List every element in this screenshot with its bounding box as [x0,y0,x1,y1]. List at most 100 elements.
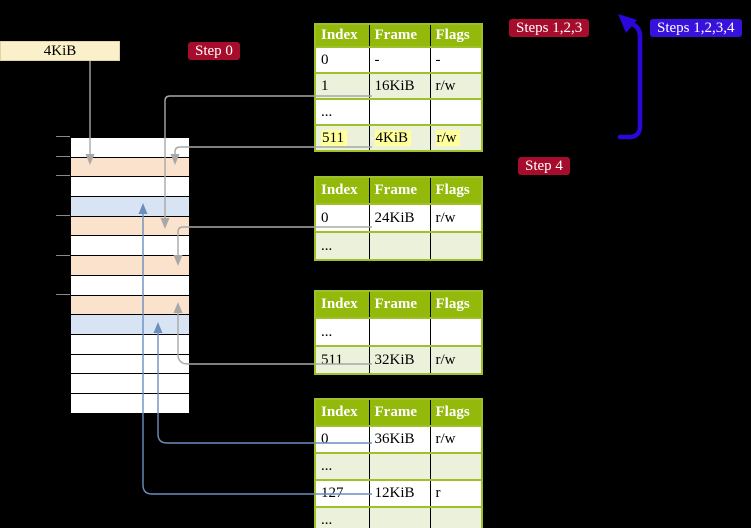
column-header-index: Index [315,177,369,204]
memory-tick [56,136,70,137]
table-cell [429,98,482,125]
physical-memory-column [70,137,190,415]
badge-steps-1-2-3-label: Steps 1,2,3 [516,20,583,36]
memory-frame-page-table [70,294,190,316]
memory-frame-mapped [70,196,190,218]
memory-tick [56,215,70,216]
table-cell: r/w [429,203,482,232]
memory-frame-free [70,137,190,159]
memory-tick [56,255,70,256]
table-cell: r [429,479,482,507]
table-cell [429,506,482,528]
table-cell [368,506,430,528]
memory-tick [56,156,70,157]
table-cell: ... [315,231,369,260]
table-cell [429,317,482,346]
table-row: ... [315,452,482,480]
memory-tick [56,175,70,176]
table-cell: 24KiB [368,203,430,232]
table-cell [368,317,430,346]
table-cell: r/w [429,124,482,151]
frame-size-label: 4KiB [0,41,120,61]
table-cell: 0 [315,46,369,73]
memory-frame-free [70,235,190,257]
table-cell: 36KiB [368,425,430,453]
table-cell: ... [315,452,369,480]
table-cell: 0 [315,425,369,453]
column-header-frame: Frame [368,24,430,47]
table-cell: - [368,46,430,73]
table-cell: r/w [429,345,482,374]
table-row: ... [315,317,482,346]
table-cell: 0 [315,203,369,232]
table-cell: 511 [315,345,369,374]
memory-tick [56,294,70,295]
memory-frame-mapped [70,314,190,336]
arrowhead-up-left-icon [618,14,637,33]
highlighted-value: 511 [321,129,347,146]
column-header-flags: Flags [429,177,482,204]
table-cell: - [429,46,482,73]
badge-steps-1-2-3: Steps 1,2,3 [509,19,590,37]
table-cell: ... [315,506,369,528]
frame-size-text: 4KiB [43,43,77,59]
memory-frame-page-table [70,215,190,237]
memory-frame-free [70,274,190,296]
table-cell: 12KiB [368,479,430,507]
highlighted-value: r/w [435,129,460,146]
column-header-flags: Flags [429,24,482,47]
badge-step-0-label: Step 0 [195,43,233,59]
memory-frame-free [70,373,190,395]
memory-frame-free [70,392,190,415]
table-cell: 32KiB [368,345,430,374]
table-cell: ... [315,98,369,125]
column-header-flags: Flags [429,291,482,318]
badge-step-4: Step 4 [518,157,570,175]
table-cell: 16KiB [368,72,430,99]
table-cell: r/w [429,72,482,99]
table-cell: 511 [315,124,369,151]
table-row: 0-- [315,46,482,73]
table-row: 511 4KiB r/w [315,124,482,151]
memory-frame-free [70,333,190,355]
badge-steps-1-2-3-4: Steps 1,2,3,4 [650,19,742,37]
table-row: ... [315,231,482,260]
table-cell: 127 [315,479,369,507]
badge-step-4-label: Step 4 [525,158,563,174]
loop-arrow-steps [617,21,643,140]
highlighted-value: 4KiB [374,129,412,146]
memory-frame-page-table [70,156,190,178]
column-header-index: Index [315,399,369,426]
column-header-frame: Frame [368,399,430,426]
table-cell [429,231,482,260]
badge-step-0: Step 0 [188,42,240,60]
table-cell [429,452,482,480]
memory-frame-page-table [70,255,190,277]
memory-frame-free [70,176,190,198]
table-cell: r/w [429,425,482,453]
column-header-flags: Flags [429,399,482,426]
table-cell [368,452,430,480]
table-cell: 4KiB [368,124,430,151]
table-cell [368,231,430,260]
badge-steps-1-2-3-4-label: Steps 1,2,3,4 [657,20,735,36]
column-header-frame: Frame [368,177,430,204]
column-header-index: Index [315,291,369,318]
table-cell [368,98,430,125]
table-cell: ... [315,317,369,346]
table-row: ... [315,98,482,125]
table-row: ... [315,506,482,528]
table-cell: 1 [315,72,369,99]
column-header-index: Index [315,24,369,47]
column-header-frame: Frame [368,291,430,318]
